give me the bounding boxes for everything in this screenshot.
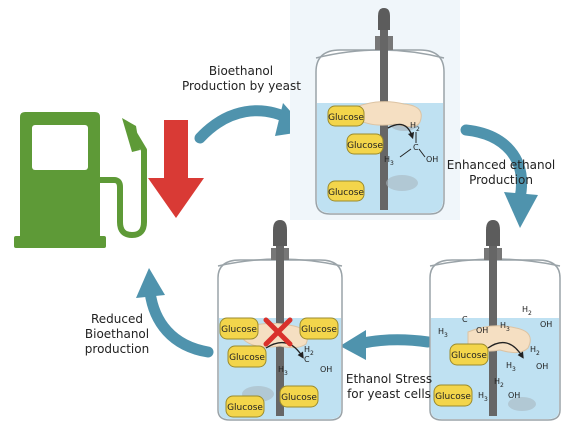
svg-text:OH: OH xyxy=(540,320,552,329)
svg-text:H2: H2 xyxy=(494,377,504,389)
cycle-arrow-4 xyxy=(136,268,214,358)
glucose-label: Glucose xyxy=(451,351,487,361)
glucose-label: Glucose xyxy=(301,325,337,335)
cycle-arrow-3 xyxy=(340,330,434,360)
fuel-pump-icon xyxy=(14,112,147,248)
svg-text:OH: OH xyxy=(536,362,548,371)
tank-top: Glucose Glucose Glucose H2 H3 C OH xyxy=(290,0,460,220)
label-enhanced-production: Enhanced ethanol Production xyxy=(446,158,556,187)
svg-text:OH: OH xyxy=(508,391,520,400)
glucose-label: Glucose xyxy=(328,188,364,198)
svg-text:H2: H2 xyxy=(530,345,540,357)
label-bioethanol-production: Bioethanol Production by yeast xyxy=(182,64,301,93)
glucose-label: Glucose xyxy=(347,141,383,151)
svg-text:H3: H3 xyxy=(506,361,516,373)
svg-text:C: C xyxy=(462,315,468,324)
svg-text:H3: H3 xyxy=(438,327,448,339)
svg-text:H3: H3 xyxy=(278,365,288,377)
svg-text:H2: H2 xyxy=(410,121,420,133)
svg-text:H3: H3 xyxy=(500,321,510,333)
label-reduced-production: Reduced Bioethanol production xyxy=(84,312,150,356)
svg-text:OH: OH xyxy=(320,365,332,374)
tank-bottom-left: Glucose Glucose Glucose Glucose Glucose … xyxy=(217,220,343,421)
cycle-arrow-2 xyxy=(460,124,538,228)
glucose-label: Glucose xyxy=(221,325,257,335)
glucose-label: Glucose xyxy=(328,113,364,123)
svg-text:OH: OH xyxy=(476,326,488,335)
cross-icon xyxy=(263,317,293,347)
svg-text:H2: H2 xyxy=(522,305,532,317)
svg-text:H3: H3 xyxy=(384,155,394,167)
glucose-label: Glucose xyxy=(227,403,263,413)
down-arrow-icon xyxy=(148,120,204,218)
glucose-label: Glucose xyxy=(281,393,317,403)
tank-bottom-right: Glucose Glucose H3 C OH H3 H2 OH H2 H3 O… xyxy=(429,220,561,421)
glucose-label: Glucose xyxy=(435,392,471,402)
svg-text:H3: H3 xyxy=(478,391,488,403)
svg-text:C: C xyxy=(413,143,419,152)
label-ethanol-stress: Ethanol Stress for yeast cells xyxy=(345,372,433,401)
svg-text:OH: OH xyxy=(426,155,438,164)
svg-text:H2: H2 xyxy=(304,345,314,357)
glucose-label: Glucose xyxy=(229,353,265,363)
svg-text:C: C xyxy=(304,355,310,364)
